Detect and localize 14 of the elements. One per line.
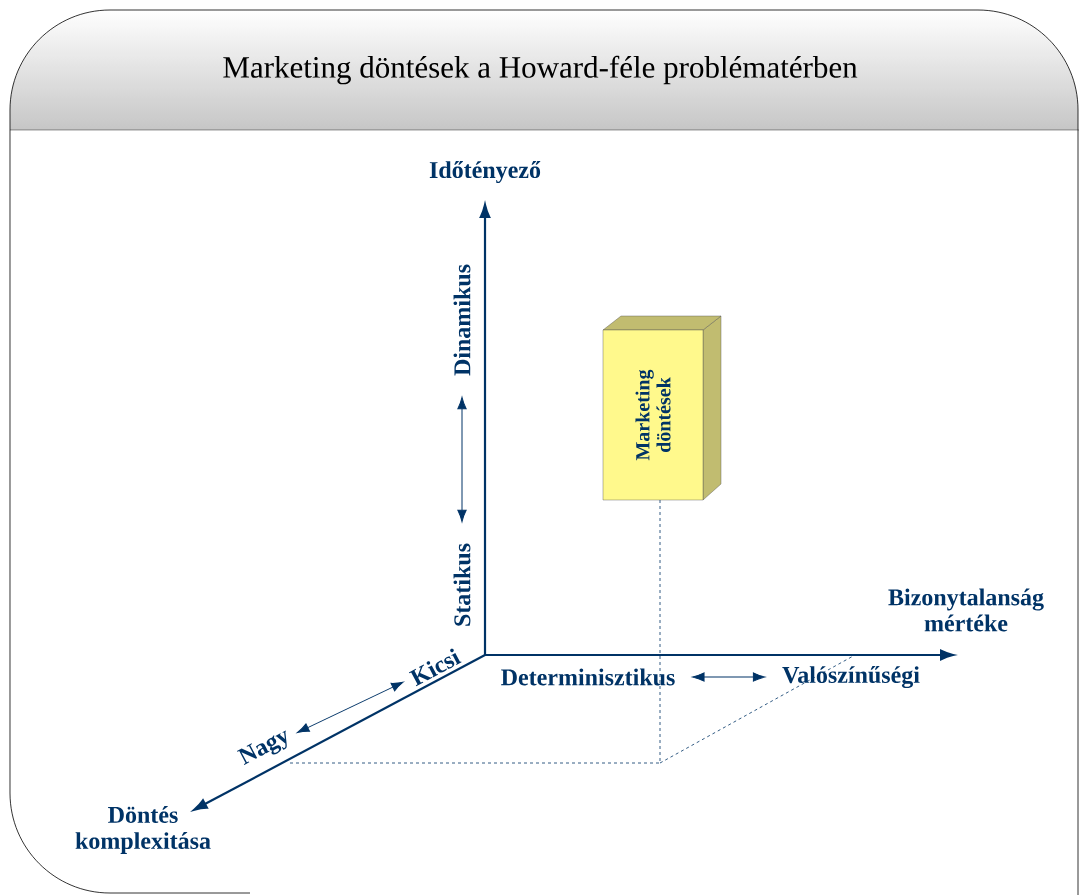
double-arrow <box>457 396 467 523</box>
axis-value-label: Valószínűségi <box>782 665 920 689</box>
double-arrow <box>692 672 766 682</box>
axis-value-label: Nagy <box>236 730 287 765</box>
axis-value-label: Determinisztikus <box>501 668 675 686</box>
box-drawing: Marketing döntések <box>602 315 722 501</box>
axis-title: Időtényező <box>429 160 541 184</box>
axis-value-label: Kicsi <box>408 648 462 687</box>
axis-title: Döntés komplexitása <box>75 806 211 854</box>
axis-value-label: Dinamikus <box>453 264 471 376</box>
title: Marketing döntések a Howard-féle problématérben <box>223 55 858 85</box>
axis-value-label: Statikus <box>453 543 471 626</box>
double-arrow <box>297 681 404 733</box>
axis-title: Bizonytalanság mértéke <box>888 588 1044 632</box>
